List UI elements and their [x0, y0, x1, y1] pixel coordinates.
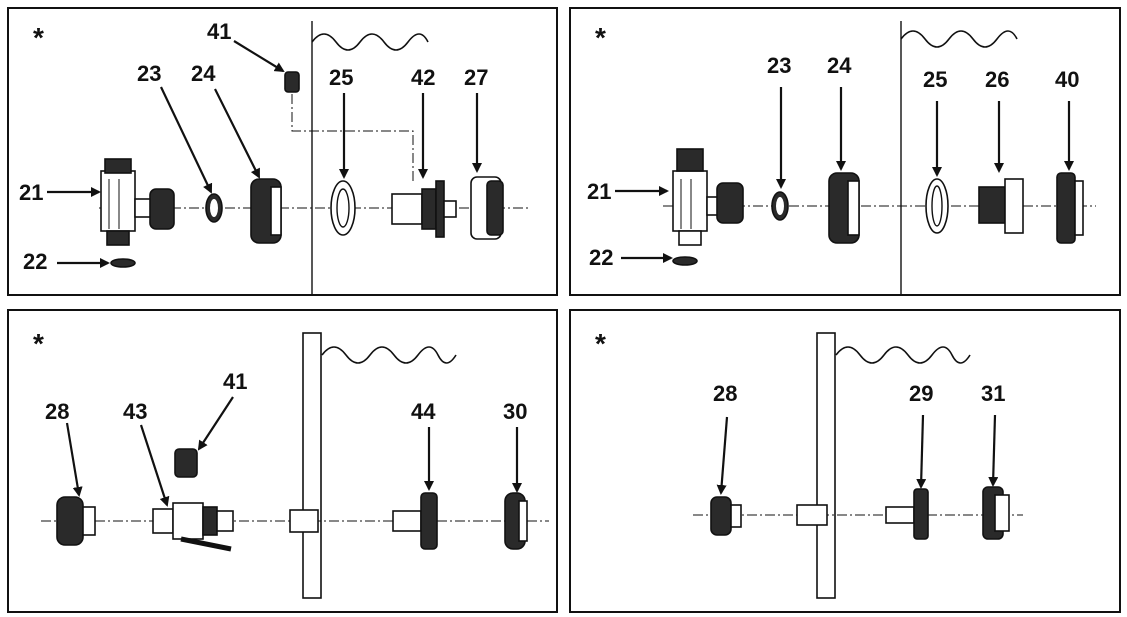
panel-1-drawing: * 41 23 24 25 42 27 [19, 19, 529, 294]
sub-assembly-axis [291, 94, 414, 184]
asterisk-marker: * [33, 328, 44, 359]
gasket-icon [925, 178, 949, 234]
part-number-label: 27 [464, 65, 488, 90]
fitting-icon [1056, 172, 1084, 244]
part-number-label: 28 [713, 381, 737, 406]
fitting-icon [504, 492, 528, 550]
panel-3-drawing: * 41 28 43 44 30 [33, 328, 549, 599]
wave-icon [900, 30, 1018, 48]
part-number-label: 21 [587, 179, 611, 204]
diagram-panel-2: * 23 24 25 26 40 21 22 [569, 7, 1121, 296]
part-number-label: 29 [909, 381, 933, 406]
gasket-icon [672, 256, 698, 266]
gasket-icon [110, 258, 136, 268]
part-number-label: 30 [503, 399, 527, 424]
fitting-icon [392, 492, 438, 550]
part-number-label: 43 [123, 399, 147, 424]
leader-arrow [988, 414, 999, 487]
leader-arrow [716, 416, 729, 495]
part-number-label: 41 [223, 369, 247, 394]
panel-4-drawing: * 28 29 31 [595, 328, 1023, 599]
part-number-label: 21 [19, 180, 43, 205]
part-number-label: 26 [985, 67, 1009, 92]
diagram-panel-4: * 28 29 31 [569, 309, 1121, 613]
fitting-icon [885, 488, 929, 540]
wave-icon [311, 33, 429, 51]
fitting-icon [982, 486, 1010, 540]
strainer-icon [284, 71, 300, 93]
leader-arrow [139, 424, 170, 507]
leader-arrow [214, 88, 260, 179]
leader-arrow [160, 86, 213, 194]
part-number-label: 42 [411, 65, 435, 90]
part-number-label: 23 [767, 53, 791, 78]
gasket-icon [330, 180, 356, 236]
valve-icon [672, 148, 744, 246]
fitting-icon [470, 176, 504, 240]
diagram-panel-3: * 41 28 43 44 30 [7, 309, 558, 613]
part-number-label: 41 [207, 19, 231, 44]
leader-arrow [233, 40, 285, 73]
panel-2-drawing: * 23 24 25 26 40 21 22 [587, 21, 1096, 294]
wave-icon [321, 346, 457, 364]
leader-arrow [65, 422, 83, 497]
wall-pass-through [289, 509, 319, 533]
fitting-icon [978, 178, 1024, 234]
part-number-label: 40 [1055, 67, 1079, 92]
nut-icon [250, 178, 282, 244]
fitting-icon [56, 496, 96, 546]
asterisk-marker: * [595, 22, 606, 53]
leader-arrow [916, 414, 927, 489]
strainer-icon [174, 448, 198, 478]
part-number-label: 28 [45, 399, 69, 424]
part-number-label: 22 [589, 245, 613, 270]
wave-icon [835, 346, 971, 364]
part-number-label: 25 [329, 65, 353, 90]
pool-wall [302, 332, 322, 599]
part-number-label: 25 [923, 67, 947, 92]
pool-wall [816, 332, 836, 599]
valve-icon [152, 502, 234, 552]
valve-icon [100, 158, 175, 246]
part-number-label: 31 [981, 381, 1005, 406]
leader-arrow [197, 396, 234, 451]
part-number-label: 22 [23, 249, 47, 274]
part-number-label: 24 [827, 53, 852, 78]
asterisk-marker: * [33, 22, 44, 53]
part-number-label: 44 [411, 399, 436, 424]
nut-icon [828, 172, 860, 244]
diagram-panel-1: * 41 23 24 25 42 27 [7, 7, 558, 296]
wall-pass-through [796, 504, 828, 526]
fitting-icon [710, 496, 742, 536]
asterisk-marker: * [595, 328, 606, 359]
part-number-label: 24 [191, 61, 216, 86]
fitting-icon [391, 180, 457, 238]
part-number-label: 23 [137, 61, 161, 86]
